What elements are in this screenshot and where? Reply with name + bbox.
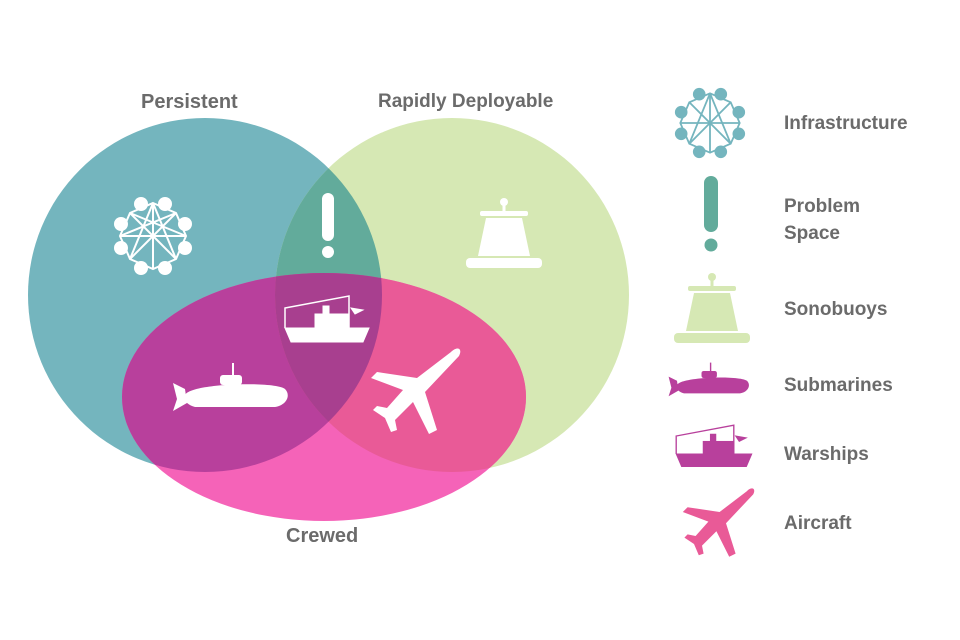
exclamation-icon [322,193,334,258]
legend-icons [668,87,755,557]
legend-label-infrastructure: Infrastructure [784,113,908,134]
legend-label-submarines: Submarines [784,375,893,396]
label-persistent: Persistent [141,91,238,113]
legend-label-warships: Warships [784,444,869,465]
legend-submarine-icon [668,362,749,397]
legend-sonobuoy-icon [674,273,750,343]
legend-warship-icon [675,424,753,468]
legend-label-problem-space: Problem Space [784,196,861,244]
label-crewed: Crewed [286,525,359,547]
legend-aircraft-icon [682,488,755,557]
overlap-all [275,273,382,472]
legend-infrastructure-icon [674,87,746,159]
legend-exclamation-icon [704,176,718,252]
legend-label-sonobuoys: Sonobuoys [784,299,888,320]
legend-label-aircraft: Aircraft [784,513,852,534]
label-rapidly-deployable: Rapidly Deployable [378,91,554,112]
